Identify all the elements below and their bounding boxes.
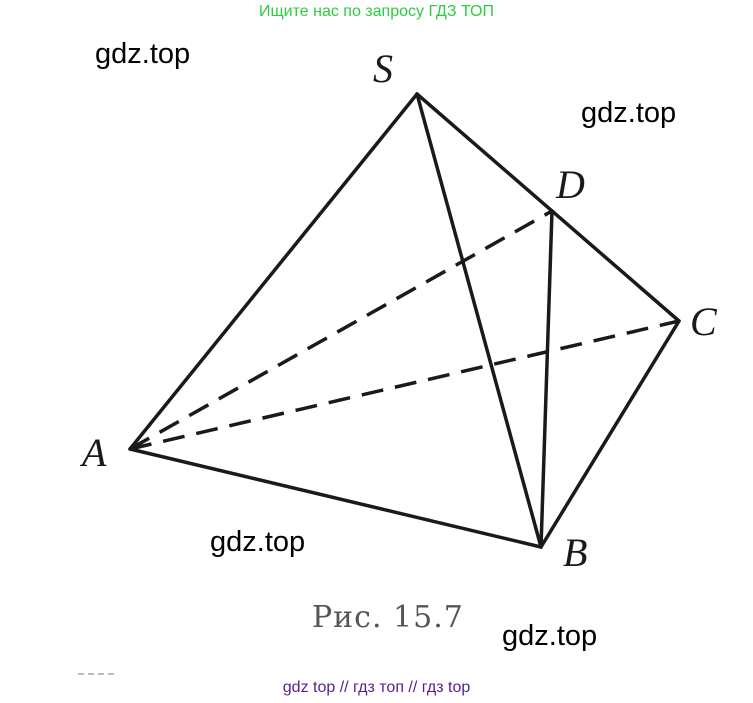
vertex-label-D: D — [555, 162, 585, 207]
vertex-label-S: S — [373, 46, 393, 91]
figure-caption: Рис. 15.7 — [312, 600, 464, 635]
vertex-label-B: B — [563, 530, 587, 575]
edge-AB — [128, 447, 543, 549]
watermark: gdz.top — [581, 97, 677, 129]
edge-SA — [128, 92, 419, 451]
hidden-edge-AC — [129, 319, 680, 451]
footer-links: gdz top // гдз топ // гдз top — [282, 679, 471, 696]
edge-SC — [415, 92, 681, 323]
vertex-label-C: C — [690, 299, 718, 344]
watermark: gdz.top — [95, 38, 191, 70]
search-hint-banner: Ищите нас по запросу ГДЗ ТОП — [259, 3, 494, 20]
edge-SB — [415, 92, 543, 549]
watermark: gdz.top — [502, 620, 598, 652]
segment-BD — [539, 209, 554, 549]
watermark: gdz.top — [210, 526, 306, 558]
scan-artifact — [78, 673, 114, 677]
vertex-label-A: A — [79, 430, 107, 475]
edge-BC — [539, 319, 681, 549]
hidden-segment-AD — [129, 209, 553, 451]
